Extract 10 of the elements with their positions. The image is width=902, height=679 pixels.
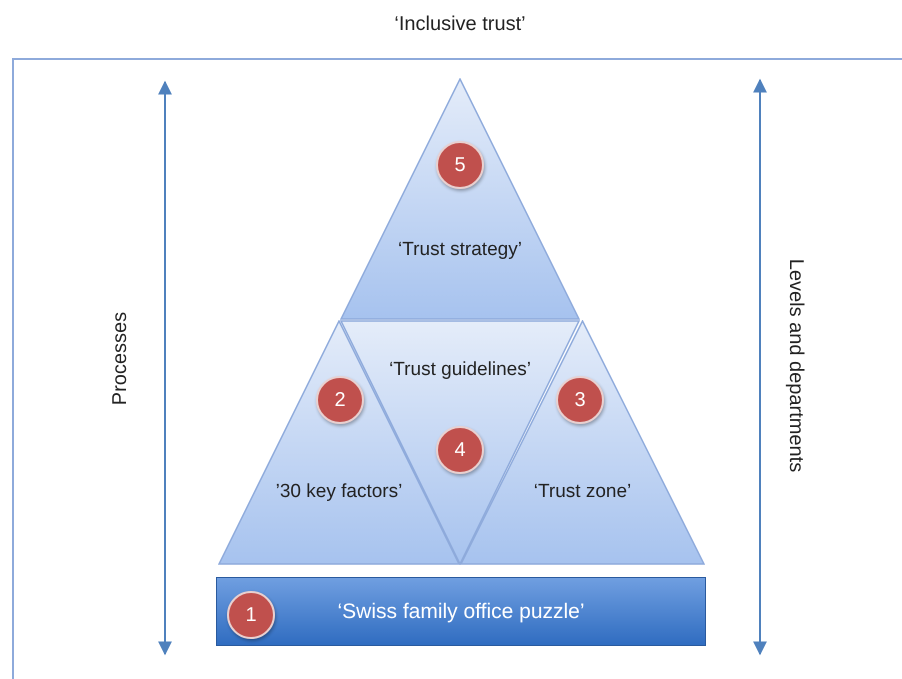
number-circle: 1: [227, 591, 275, 639]
side-label: Processes: [108, 311, 132, 405]
triangle-label: ‘Trust guidelines’: [388, 358, 532, 382]
triangle-label: ’30 key factors’: [274, 480, 404, 504]
triangle-label: ‘Trust strategy’: [397, 238, 523, 262]
heading: ‘Inclusive trust’: [393, 12, 527, 36]
triangle-label: ‘Trust zone’: [532, 480, 632, 504]
side-label: Levels and departments: [784, 258, 807, 472]
bar-label: ‘Swiss family office puzzle’: [337, 600, 585, 624]
base-bar: [216, 577, 706, 646]
